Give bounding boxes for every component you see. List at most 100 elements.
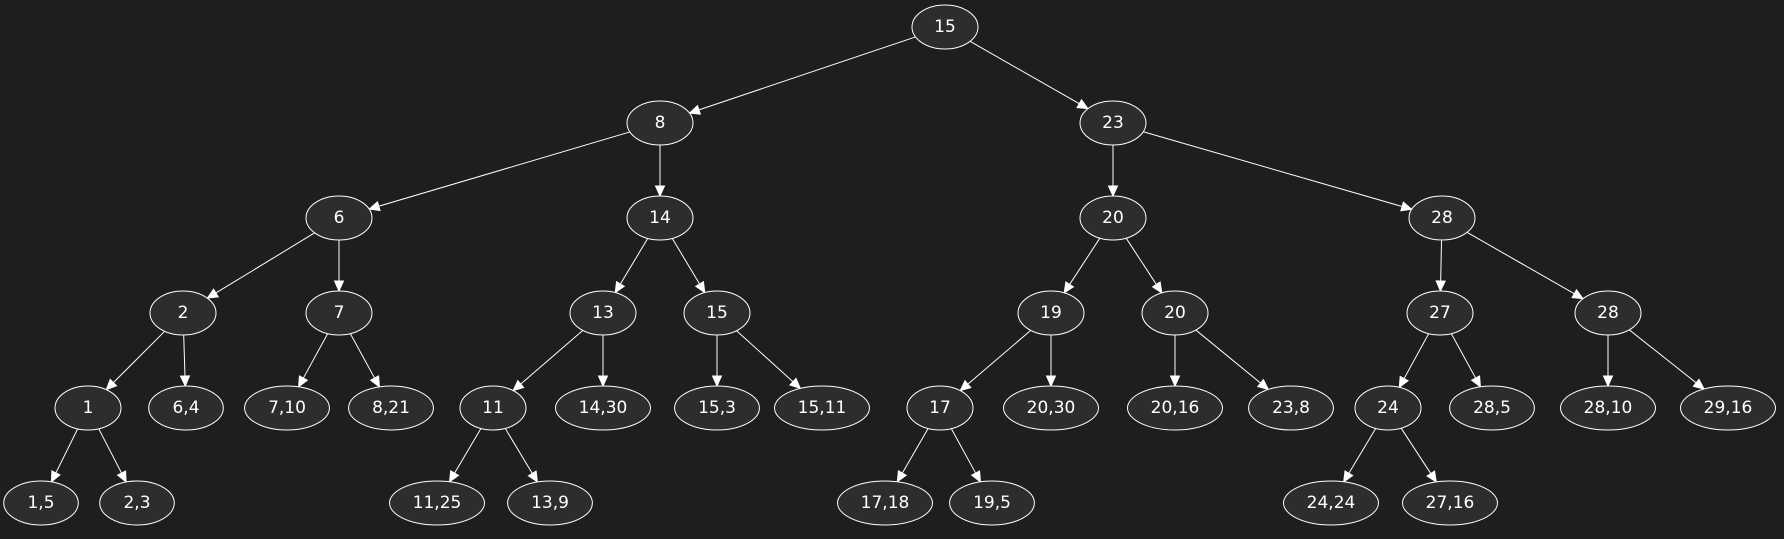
edge-n24-l24_24 (1343, 428, 1377, 483)
arrowhead (688, 104, 702, 115)
arrowhead (1256, 378, 1270, 391)
node-ellipse (1406, 290, 1474, 336)
tree-node-l1_5: 1,5 (3, 480, 79, 526)
node-label: 24 (1377, 398, 1399, 418)
node-label: 1 (83, 398, 94, 418)
edge-line (215, 232, 315, 294)
edge-line (698, 36, 916, 111)
edge-line (1348, 428, 1377, 474)
edge-line (950, 428, 977, 474)
tree-node-l19_5: 19,5 (949, 480, 1035, 526)
node-ellipse (244, 385, 330, 431)
tree-node-n28b: 28 (1574, 290, 1642, 336)
tree-node-l15_3: 15,3 (674, 385, 760, 431)
node-ellipse (305, 290, 373, 336)
node-ellipse (626, 100, 694, 146)
edge-line (1195, 329, 1261, 384)
tree-node-l23_8: 23,8 (1248, 385, 1334, 431)
tree-node-l13_9: 13,9 (507, 480, 593, 526)
arrowhead (694, 280, 706, 294)
arrowhead (116, 470, 127, 484)
edge-n27-l28_5 (1450, 333, 1482, 388)
edge-n15-n23 (969, 40, 1090, 110)
node-label: 17,18 (861, 493, 910, 513)
node-ellipse (1079, 100, 1147, 146)
tree-node-n19: 19 (1017, 290, 1085, 336)
node-ellipse (507, 480, 593, 526)
edge-n28a-n28b (1466, 231, 1585, 300)
edge-n14-n15b (671, 238, 706, 294)
tree-node-n23: 23 (1079, 100, 1147, 146)
node-ellipse (911, 4, 979, 50)
tree-node-l6_4: 6,4 (148, 385, 224, 431)
tree-node-n11: 11 (459, 385, 527, 431)
edge-n2-l6_4 (179, 334, 191, 388)
edge-n20a-n20b (1125, 237, 1163, 294)
node-label: 11,25 (413, 493, 462, 513)
node-label: 27 (1429, 303, 1451, 323)
edge-line (1400, 427, 1432, 474)
edge-n11-l13_9 (504, 428, 539, 484)
edge-n1-l1_5 (50, 428, 79, 483)
edge-n15b-l15_11 (736, 330, 802, 390)
arrowhead (711, 375, 723, 388)
node-label: 20,16 (1151, 398, 1200, 418)
edge-line (1143, 131, 1403, 207)
arrowhead (654, 185, 666, 198)
node-ellipse (1141, 290, 1209, 336)
arrowhead (1169, 375, 1181, 388)
node-ellipse (1283, 480, 1379, 526)
node-label: 7,10 (268, 398, 306, 418)
node-label: 19 (1040, 303, 1062, 323)
node-ellipse (148, 385, 224, 431)
arrowhead (1107, 185, 1119, 198)
edge-n19-n17 (959, 329, 1032, 392)
tree-node-l20_16: 20,16 (1127, 385, 1223, 431)
arrowhead (789, 377, 802, 390)
node-label: 23 (1102, 113, 1124, 133)
node-label: 8 (655, 113, 666, 133)
node-label: 20,30 (1027, 398, 1076, 418)
node-label: 6 (334, 208, 345, 228)
node-label: 2 (178, 303, 189, 323)
arrowhead (614, 280, 626, 294)
tree-node-n15: 15 (911, 4, 979, 50)
node-label: 15,3 (698, 398, 736, 418)
arrowhead (1398, 375, 1409, 389)
edge-line (520, 330, 584, 385)
node-ellipse (626, 195, 694, 241)
node-ellipse (1248, 385, 1334, 431)
node-ellipse (1003, 385, 1099, 431)
arrowhead (179, 375, 191, 388)
edge-n8-n6 (367, 131, 630, 212)
edge-n20b-l23_8 (1195, 329, 1270, 391)
edge-line (302, 333, 329, 379)
edge-n17-l19_5 (950, 428, 982, 483)
edge-line (969, 40, 1080, 105)
node-label: 14 (649, 208, 671, 228)
node-label: 14,30 (579, 398, 628, 418)
edge-n1-l2_3 (98, 428, 127, 484)
tree-node-n27: 27 (1406, 290, 1474, 336)
node-ellipse (1079, 195, 1147, 241)
tree-node-l15_11: 15,11 (774, 385, 870, 431)
edge-n11-l11_25 (448, 428, 482, 483)
node-ellipse (99, 480, 175, 526)
tree-node-l24_24: 24,24 (1283, 480, 1379, 526)
edge-line (55, 428, 79, 474)
node-label: 24,24 (1307, 493, 1356, 513)
node-ellipse (1408, 195, 1476, 241)
node-ellipse (569, 290, 637, 336)
tree-node-n14: 14 (626, 195, 694, 241)
node-label: 7 (334, 303, 345, 323)
tree-node-l29_16: 29,16 (1680, 385, 1776, 431)
edge-line (1628, 329, 1697, 384)
node-ellipse (555, 385, 651, 431)
tree-node-l28_5: 28,5 (1449, 385, 1535, 431)
edge-line (1440, 239, 1443, 282)
arrowhead (1692, 378, 1705, 390)
node-label: 15,11 (798, 398, 847, 418)
node-label: 27,16 (1426, 493, 1475, 513)
tree-node-n8: 8 (626, 100, 694, 146)
edge-n28b-l29_16 (1628, 329, 1705, 390)
